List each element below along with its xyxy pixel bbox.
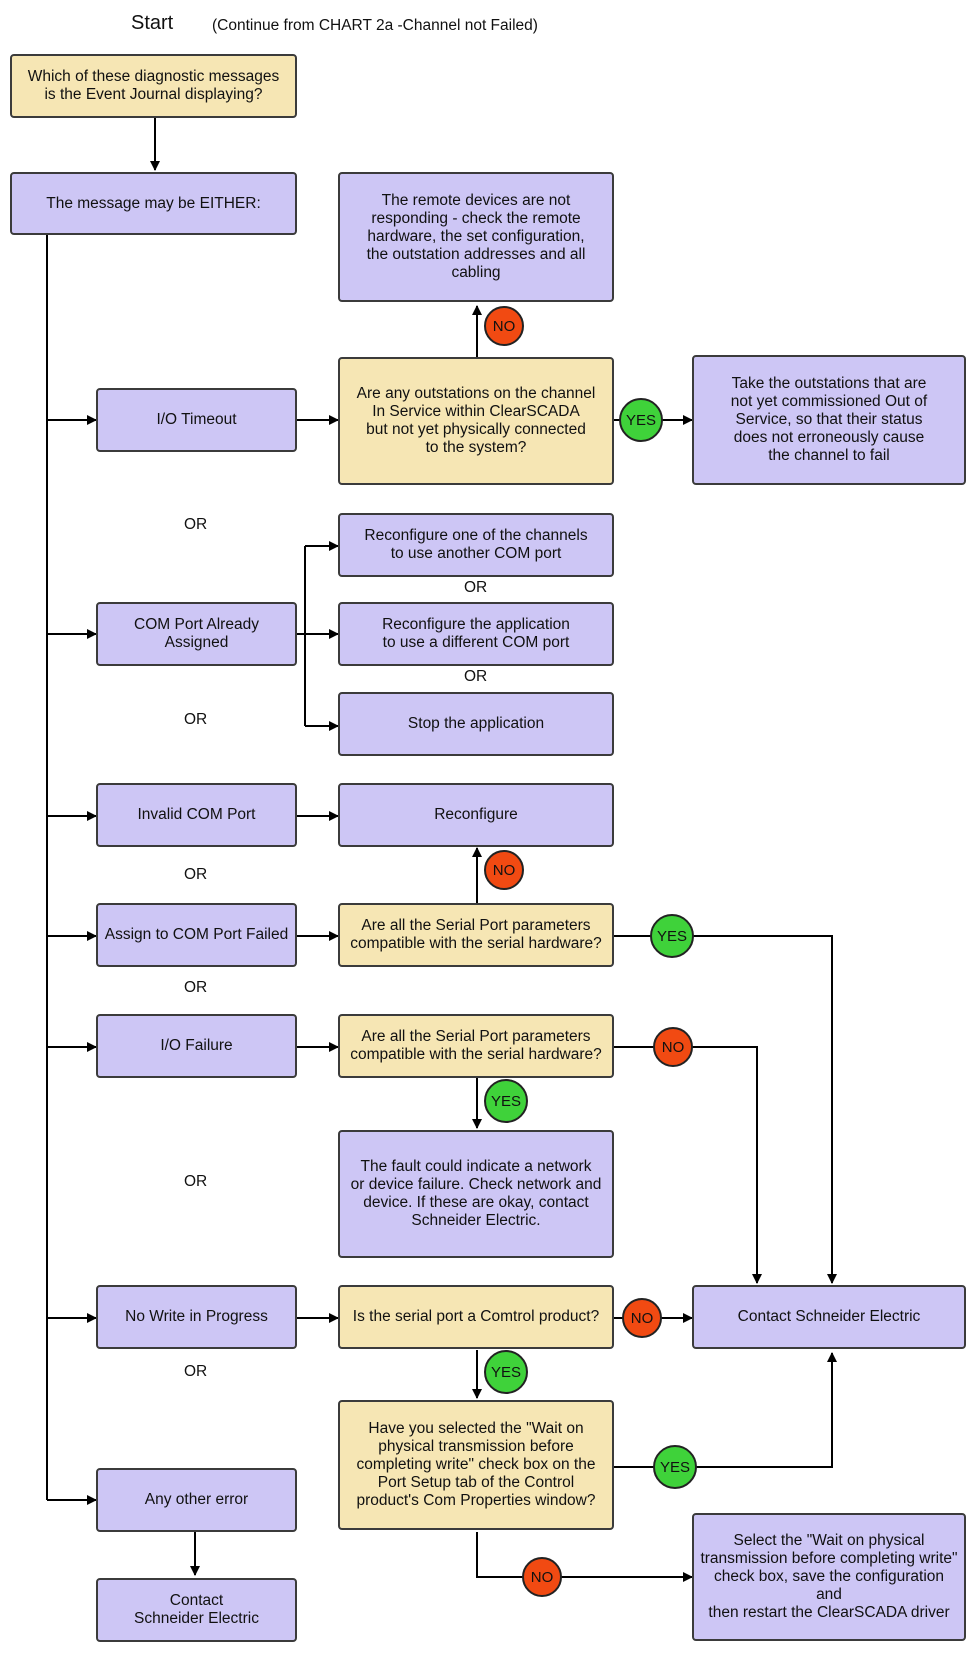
yes-badge: YES	[484, 1079, 528, 1123]
no-badge: NO	[484, 850, 524, 890]
or-label: OR	[184, 516, 208, 533]
stop-application-box: Stop the application	[338, 692, 614, 756]
contact-se-main-box: Contact Schneider Electric	[692, 1285, 966, 1349]
diagnostic-messages-question: Which of these diagnostic messages is th…	[10, 54, 297, 118]
reconfigure-application-box: Reconfigure the application to use a dif…	[338, 602, 614, 666]
outstations-question-box: Are any outstations on the channel In Se…	[338, 357, 614, 485]
or-label: OR	[184, 1173, 208, 1190]
or-label: OR	[464, 579, 488, 596]
no-badge: NO	[622, 1298, 662, 1338]
contact-se-bottom-box: Contact Schneider Electric	[96, 1578, 297, 1642]
no-write-box: No Write in Progress	[96, 1285, 297, 1349]
io-failure-box: I/O Failure	[96, 1014, 297, 1078]
or-label: OR	[184, 866, 208, 883]
no-badge: NO	[653, 1027, 693, 1067]
or-label: OR	[184, 979, 208, 996]
wait-on-transmission-question: Have you selected the "Wait on physical …	[338, 1400, 614, 1530]
or-label: OR	[184, 711, 208, 728]
message-either-box: The message may be EITHER:	[10, 172, 297, 235]
yes-badge: YES	[650, 914, 694, 958]
yes-badge: YES	[653, 1445, 697, 1489]
no-badge: NO	[484, 306, 524, 346]
yes-badge: YES	[619, 398, 663, 442]
any-other-error-box: Any other error	[96, 1468, 297, 1532]
select-wait-box: Select the "Wait on physical transmissio…	[692, 1513, 966, 1641]
com-port-assigned-box: COM Port Already Assigned	[96, 602, 297, 666]
comtrol-question-box: Is the serial port a Comtrol product?	[338, 1285, 614, 1349]
yes-badge: YES	[484, 1350, 528, 1394]
or-label: OR	[464, 668, 488, 685]
reconfigure-channels-box: Reconfigure one of the channels to use a…	[338, 513, 614, 577]
io-timeout-box: I/O Timeout	[96, 388, 297, 452]
serial-params-question-1: Are all the Serial Port parameters compa…	[338, 903, 614, 967]
take-out-of-service-box: Take the outstations that are not yet co…	[692, 355, 966, 485]
serial-params-question-2: Are all the Serial Port parameters compa…	[338, 1014, 614, 1078]
no-badge: NO	[522, 1557, 562, 1597]
invalid-com-port-box: Invalid COM Port	[96, 783, 297, 847]
continue-note: (Continue from CHART 2a -Channel not Fai…	[212, 17, 538, 34]
start-label: Start	[131, 12, 174, 34]
remote-not-responding-box: The remote devices are not responding - …	[338, 172, 614, 302]
or-label: OR	[184, 1363, 208, 1380]
assign-failed-box: Assign to COM Port Failed	[96, 903, 297, 967]
reconfigure-box: Reconfigure	[338, 783, 614, 847]
network-fault-box: The fault could indicate a network or de…	[338, 1130, 614, 1258]
